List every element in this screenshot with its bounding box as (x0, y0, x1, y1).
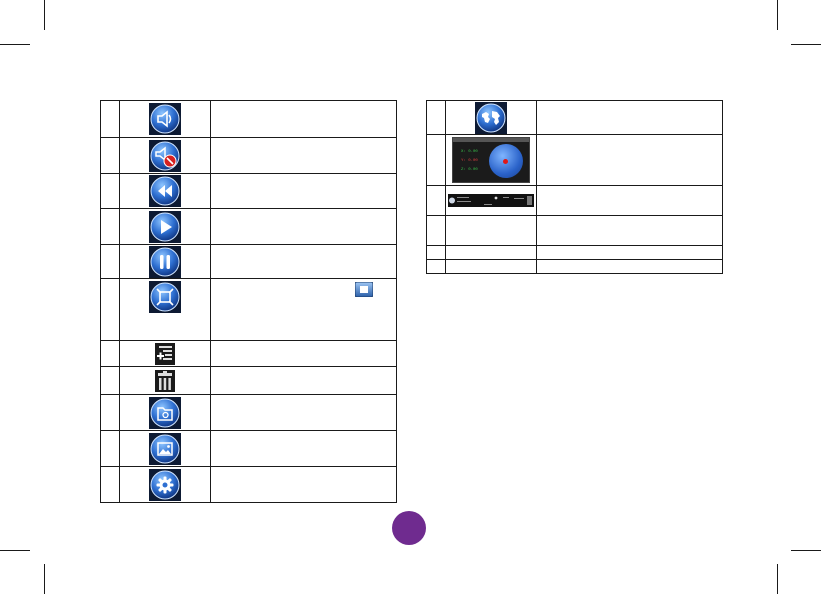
table-row (426, 100, 723, 135)
row-number-cell (100, 278, 120, 341)
description-cell (536, 100, 723, 135)
status-bar-thumbnail[interactable] (448, 193, 534, 207)
row-number-cell (100, 208, 120, 245)
description-cell (210, 244, 397, 279)
description-cell (536, 134, 723, 186)
crop-mark (0, 44, 30, 45)
row-number-cell (426, 100, 446, 135)
table-row (100, 394, 397, 431)
radar-target-dot (503, 159, 508, 164)
description-cell (210, 340, 397, 367)
world-map-icon[interactable] (475, 101, 507, 134)
table-row (100, 366, 397, 395)
table-row (100, 173, 397, 209)
row-number-cell (100, 100, 120, 138)
row-number-cell (426, 185, 446, 216)
table-row (426, 259, 723, 274)
icon-cell (445, 259, 537, 274)
stop-square-icon (355, 282, 373, 297)
description-cell (210, 208, 397, 245)
row-number-cell (100, 137, 120, 174)
table-row (100, 137, 397, 174)
radar-screen-icon[interactable]: X: 0.00 Y: 0.00 Z: 0.00 (452, 137, 530, 183)
row-number-cell (100, 366, 120, 395)
table-row (100, 340, 397, 367)
page-number-circle (392, 511, 426, 545)
add-to-list-icon[interactable] (155, 342, 175, 365)
table-row (426, 215, 723, 246)
icon-cell (445, 215, 537, 246)
description-cell (210, 100, 397, 138)
row-number-cell (100, 430, 120, 467)
crop-mark (0, 550, 30, 551)
fullscreen-icon[interactable] (149, 281, 181, 313)
left-icon-table (100, 100, 397, 503)
row-number-cell (426, 134, 446, 186)
description-cell (210, 173, 397, 209)
row-number-cell (100, 244, 120, 279)
right-icon-table: X: 0.00 Y: 0.00 Z: 0.00 (426, 100, 723, 274)
row-number-cell (100, 466, 120, 503)
crop-mark (791, 550, 821, 551)
icon-cell (445, 245, 537, 260)
description-cell (210, 394, 397, 431)
table-row (100, 244, 397, 279)
z-reading: Z: 0.00 (461, 168, 478, 172)
table-row (100, 278, 397, 341)
description-cell (536, 215, 723, 246)
folder-camera-icon[interactable] (149, 396, 181, 429)
crop-mark (777, 564, 778, 594)
table-row: X: 0.00 Y: 0.00 Z: 0.00 (426, 134, 723, 186)
row-number-cell (100, 173, 120, 209)
description-cell (210, 430, 397, 467)
play-icon[interactable] (149, 210, 181, 243)
crop-mark (777, 0, 778, 30)
table-row (100, 466, 397, 503)
pause-icon[interactable] (149, 245, 181, 278)
speaker-icon[interactable] (149, 103, 181, 135)
row-number-cell (426, 259, 446, 274)
row-number-cell (426, 245, 446, 260)
description-cell (210, 137, 397, 174)
delete-icon[interactable] (155, 369, 175, 392)
x-reading: X: 0.00 (461, 150, 478, 154)
table-row (426, 245, 723, 260)
crop-mark (791, 44, 821, 45)
crop-mark (44, 564, 45, 594)
row-number-cell (426, 215, 446, 246)
description-cell (210, 278, 397, 341)
rewind-icon[interactable] (149, 175, 181, 207)
description-cell (536, 245, 723, 260)
mute-icon[interactable] (149, 139, 181, 172)
y-reading: Y: 0.00 (461, 159, 478, 163)
crop-mark (44, 0, 45, 30)
table-row (100, 100, 397, 138)
description-cell (536, 185, 723, 216)
row-number-cell (100, 394, 120, 431)
table-row (100, 430, 397, 467)
settings-gear-icon[interactable] (149, 468, 181, 501)
description-cell (210, 466, 397, 503)
table-row (426, 185, 723, 216)
description-cell (536, 259, 723, 274)
picture-icon[interactable] (149, 432, 181, 465)
description-cell (210, 366, 397, 395)
row-number-cell (100, 340, 120, 367)
table-row (100, 208, 397, 245)
